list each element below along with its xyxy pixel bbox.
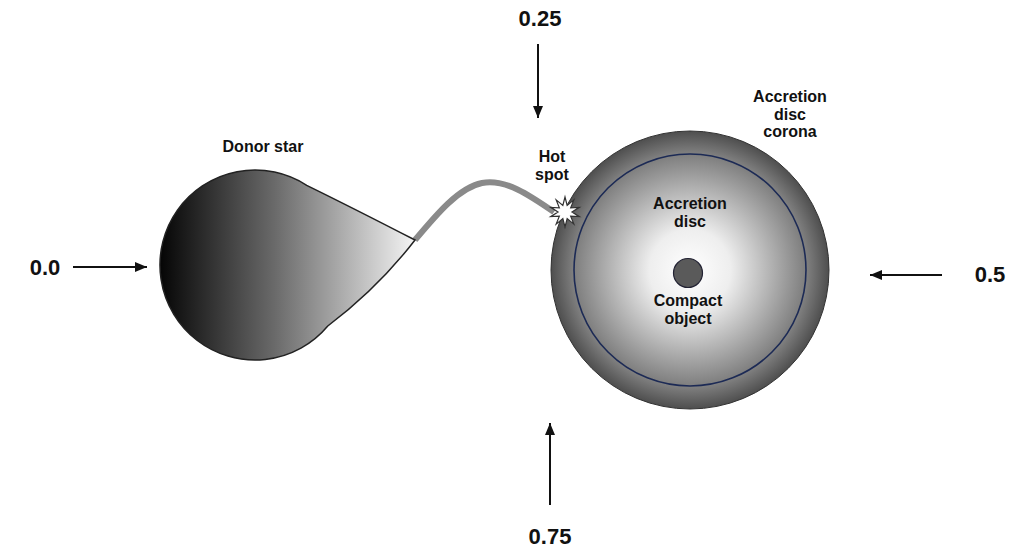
compact-object: Compact object [673, 258, 703, 288]
hot-spot-outline [550, 197, 580, 227]
disc-circle [574, 154, 806, 386]
node-label: Accretion disc corona [750, 88, 830, 141]
phase-arrow [549, 423, 551, 505]
hot-spot: Hot spot [550, 197, 580, 227]
mass-stream [415, 182, 554, 240]
phase-arrow [537, 44, 539, 118]
donor-star-outline [163, 168, 417, 362]
phase-arrow [870, 274, 942, 276]
donor-star-shape [160, 170, 415, 360]
donor-star: Donor star [163, 168, 417, 362]
phase-number: 0.25 [519, 6, 562, 32]
corona-circle [551, 131, 829, 409]
disc-corona: Accretion disc coronaAccretion discCompa… [550, 130, 830, 410]
accretion-disc: Accretion discCompact object [573, 153, 807, 387]
node-label: Compact object [648, 292, 728, 327]
phase-arrow [73, 266, 147, 268]
hot-spot-star [551, 197, 580, 227]
phase-number: 0.75 [529, 524, 572, 550]
node-label: Donor star [203, 138, 323, 156]
phase-number: 0.5 [975, 262, 1006, 288]
node-label: Hot spot [530, 148, 574, 183]
compact-object-outline [673, 258, 703, 288]
node-label: Accretion disc [648, 195, 732, 230]
compact-object-circle [674, 259, 703, 288]
phase-number: 0.0 [30, 255, 61, 281]
